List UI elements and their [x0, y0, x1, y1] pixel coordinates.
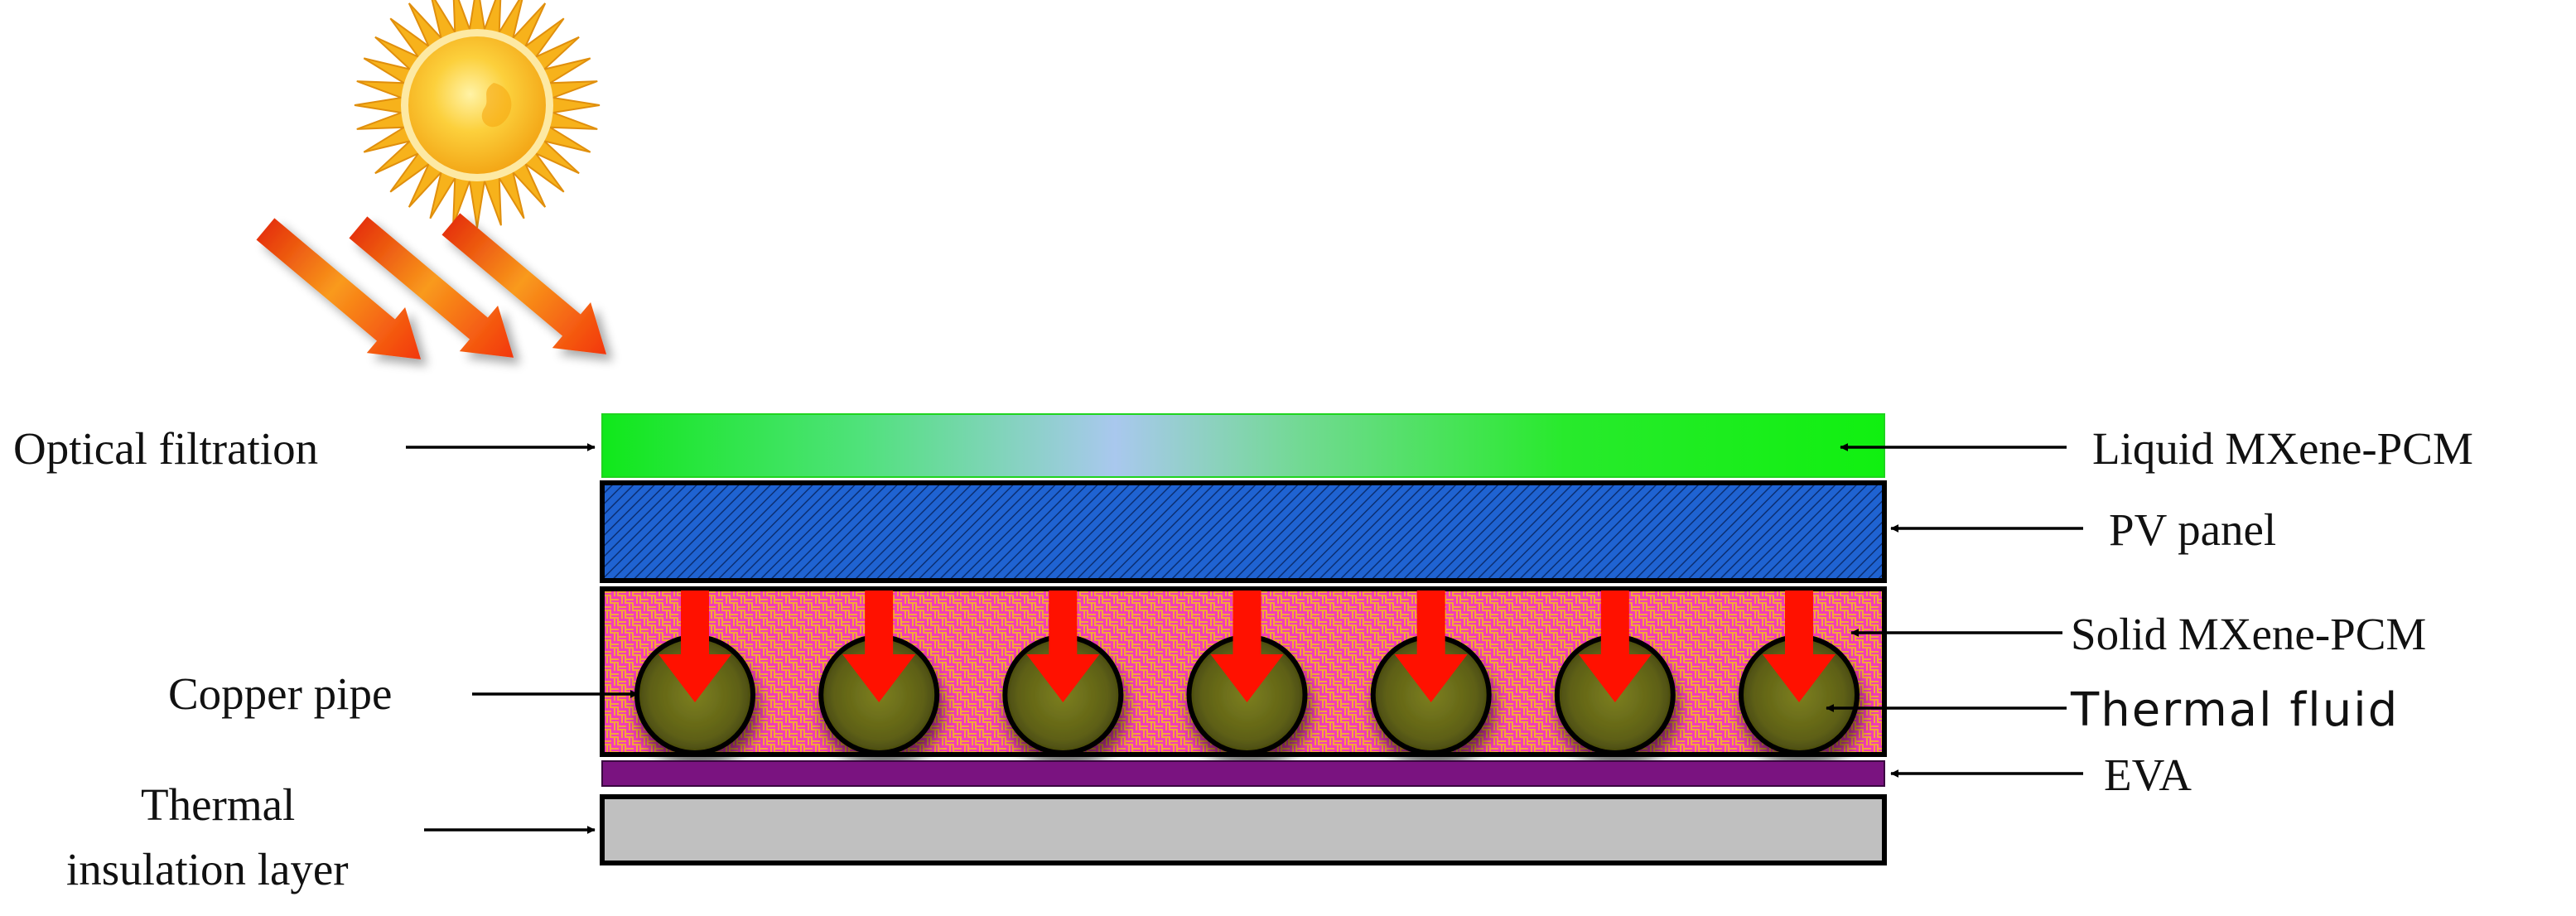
heat-down-arrow-icon: [842, 591, 916, 702]
heat-down-arrow-icon: [1578, 591, 1652, 702]
label-optical-filtration: Optical filtration: [13, 423, 318, 474]
label-thermal-fluid: Thermal fluid: [2070, 683, 2399, 737]
heat-down-arrow-icon: [1026, 591, 1100, 702]
label-copper-pipe: Copper pipe: [168, 668, 392, 719]
copper-pipe-group: [634, 591, 1860, 755]
label-eva: EVA: [2104, 750, 2192, 800]
eva-layer: [601, 760, 1885, 787]
label-liquid-mxene-pcm: Liquid MXene-PCM: [2092, 423, 2473, 474]
thermal-insulation-layer: [600, 794, 1887, 865]
solar-ray-arrow-icon: [256, 218, 422, 359]
liquid-mxene-pcm-layer: [601, 413, 1885, 478]
label-thermal-insulation-line2: insulation layer: [66, 844, 349, 894]
heat-down-arrow-icon: [1394, 591, 1468, 702]
heat-down-arrow-icon: [658, 591, 731, 702]
heat-down-arrow-icon: [1210, 591, 1284, 702]
label-thermal-insulation-line1: Thermal: [141, 779, 295, 830]
label-solid-mxene-pcm: Solid MXene-PCM: [2071, 609, 2426, 659]
sun-icon: [354, 0, 601, 229]
solar-ray-arrow-icon: [349, 216, 514, 358]
label-pv-panel: PV panel: [2109, 504, 2276, 555]
solar-ray-arrow-icon: [441, 213, 607, 354]
heat-down-arrow-icon: [1763, 591, 1836, 702]
pv-panel-layer: [600, 480, 1887, 583]
